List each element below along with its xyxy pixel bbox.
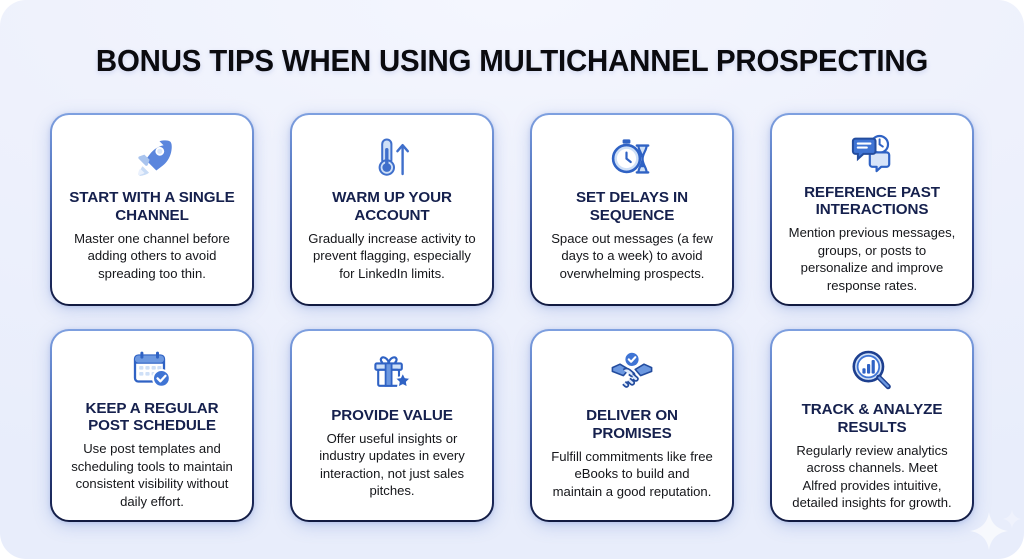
tip-card-title: WARM UP YOUR ACCOUNT xyxy=(332,189,452,224)
tip-card-body: Use post templates and scheduling tools … xyxy=(71,441,233,509)
tip-card-title: KEEP A REGULAR POST SCHEDULE xyxy=(85,399,219,435)
magnifier-barchart-icon xyxy=(848,347,896,393)
page-title: BONUS TIPS WHEN USING MULTICHANNEL PROSP… xyxy=(95,44,929,78)
chat-bubbles-clock-icon xyxy=(847,131,897,178)
tip-card-start-with-a-single-channel: START WITH A SINGLE CHANNEL Master one c… xyxy=(50,113,254,306)
tip-card-set-delays-in-sequence: SET DELAYS IN SEQUENCE Space out message… xyxy=(530,113,734,306)
rocket-icon xyxy=(129,131,175,183)
tip-card-body: Fulfill commitments like free eBooks to … xyxy=(551,448,713,499)
tips-card-grid: START WITH A SINGLE CHANNEL Master one c… xyxy=(50,113,974,522)
gift-star-icon xyxy=(368,347,416,399)
tip-card-track-and-analyze-results: TRACK & ANALYZE RESULTS Regularly review… xyxy=(770,329,974,522)
stopwatch-hourglass-icon xyxy=(607,131,657,183)
tip-card-warm-up-your-account: WARM UP YOUR ACCOUNT Gradually increase … xyxy=(290,113,494,306)
tip-card-title: SET DELAYS IN SEQUENCE xyxy=(575,189,689,224)
tip-card-body: Regularly review analytics across channe… xyxy=(792,442,952,511)
tip-card-title: PROVIDE VALUE xyxy=(331,407,453,424)
sparkle-bottom-right-small xyxy=(1002,509,1022,529)
tip-card-reference-past-interactions: REFERENCE PAST INTERACTIONS Mention prev… xyxy=(770,113,974,306)
sparkle-bottom-right xyxy=(968,511,1010,553)
tip-card-deliver-on-promises: DELIVER ON PROMISES Fulfill commitments … xyxy=(530,329,734,522)
tip-card-title: TRACK & ANALYZE RESULTS xyxy=(801,401,943,436)
tip-card-body: Offer useful insights or industry update… xyxy=(319,430,465,499)
tip-card-title: DELIVER ON PROMISES xyxy=(586,407,678,442)
handshake-check-icon xyxy=(607,347,657,399)
tip-card-body: Mention previous messages, groups, or po… xyxy=(788,225,956,293)
calendar-check-icon xyxy=(128,347,176,392)
tip-card-body: Master one channel before adding others … xyxy=(74,230,230,281)
thermometer-up-icon xyxy=(369,131,415,183)
tip-card-provide-value: PROVIDE VALUE Offer useful insights or i… xyxy=(290,329,494,522)
tip-card-keep-a-regular-post-schedule: KEEP A REGULAR POST SCHEDULE Use post te… xyxy=(50,329,254,522)
tip-card-title: START WITH A SINGLE CHANNEL xyxy=(69,189,235,224)
tip-card-body: Gradually increase activity to prevent f… xyxy=(308,230,476,281)
tip-card-body: Space out messages (a few days to a week… xyxy=(551,230,713,281)
tip-card-title: REFERENCE PAST INTERACTIONS xyxy=(804,183,940,219)
